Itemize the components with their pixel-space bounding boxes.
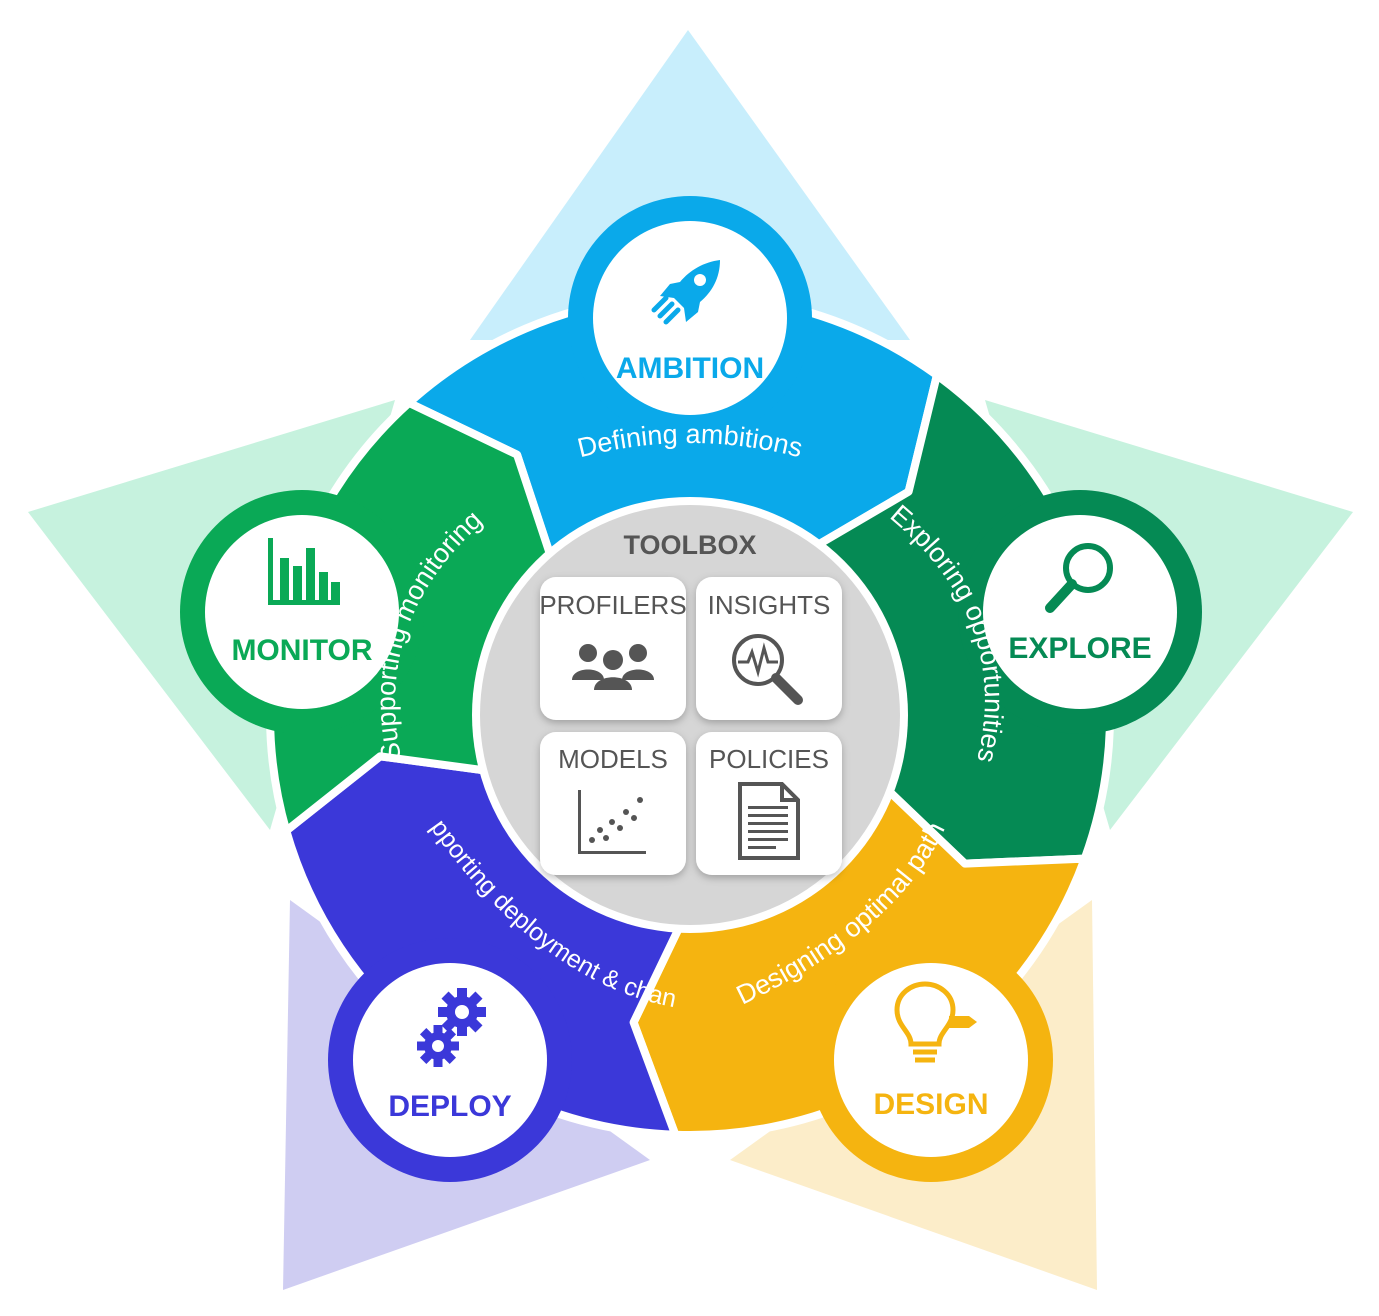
stage-design: DESIGN xyxy=(834,963,1028,1157)
scatter-plot-icon xyxy=(578,790,646,854)
toolbox-title: TOOLBOX xyxy=(623,530,756,560)
tool-label-policies: POLICIES xyxy=(709,744,829,774)
magnifier-icon xyxy=(1045,543,1113,613)
tool-label-models: MODELS xyxy=(558,744,668,774)
pulse-search-icon xyxy=(732,634,803,705)
tool-card-models[interactable]: MODELS xyxy=(540,732,686,875)
gears-icon xyxy=(417,988,486,1067)
stage-label-deploy: DEPLOY xyxy=(388,1090,511,1123)
tool-card-policies[interactable]: POLICIES xyxy=(696,732,842,875)
stage-label-design: DESIGN xyxy=(873,1088,988,1121)
lightbulb-icon xyxy=(894,981,977,1063)
stage-explore: EXPLORE xyxy=(983,515,1177,709)
people-icon xyxy=(572,644,654,690)
document-icon xyxy=(738,782,800,860)
rocket-icon xyxy=(651,260,720,325)
bar-chart-icon xyxy=(268,538,340,605)
tool-label-insights: INSIGHTS xyxy=(708,590,831,620)
tool-card-insights[interactable]: INSIGHTS xyxy=(696,577,842,720)
stage-label-ambition: AMBITION xyxy=(616,352,764,385)
toolbox: TOOLBOX PROFILERS INSIGHTS xyxy=(472,497,908,933)
tool-card-profilers[interactable]: PROFILERS xyxy=(539,577,687,720)
stage-label-explore: EXPLORE xyxy=(1008,632,1151,665)
tool-label-profilers: PROFILERS xyxy=(539,590,686,620)
stage-monitor: MONITOR xyxy=(205,515,399,709)
star-point-top xyxy=(470,30,910,340)
stage-ambition: AMBITION xyxy=(593,221,787,415)
stage-deploy: DEPLOY xyxy=(353,963,547,1157)
stage-label-monitor: MONITOR xyxy=(231,634,372,667)
